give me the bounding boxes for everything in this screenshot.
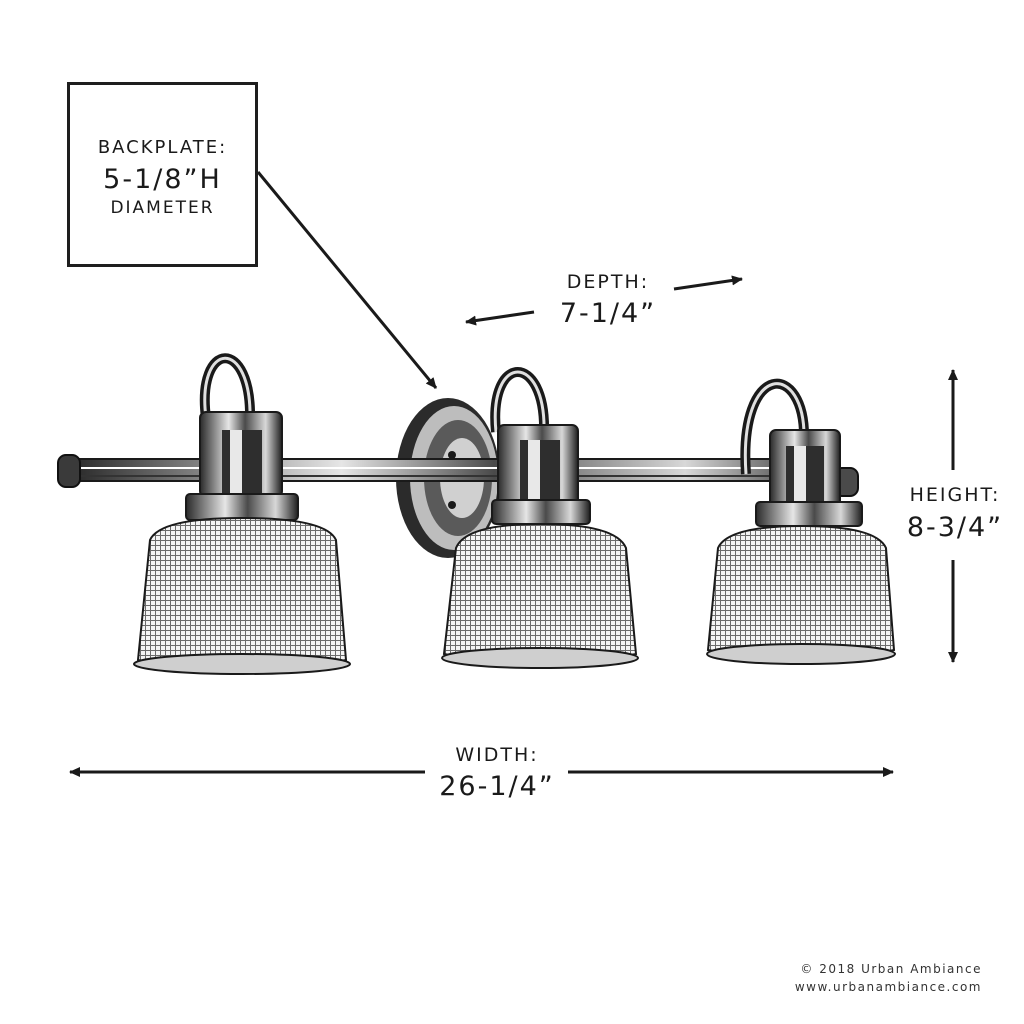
light-fixture-center (441, 367, 639, 669)
width-value: 26-1/4” (439, 771, 555, 802)
height-value: 8-3/4” (906, 512, 1004, 543)
crossbar-end-cap-left (57, 454, 81, 488)
depth-value: 7-1/4” (559, 298, 657, 329)
width-label: WIDTH: (455, 744, 539, 766)
backplate-unit: DIAMETER (110, 198, 215, 218)
light-fixture-right (706, 378, 896, 665)
backplate-label: BACKPLATE: (97, 137, 228, 158)
backplate-callout-box: BACKPLATE: 5-1/8”H DIAMETER (67, 82, 258, 267)
height-label: HEIGHT: (909, 484, 1001, 506)
website-link[interactable]: www.urbanambiance.com (794, 980, 982, 994)
depth-arrow-right (673, 275, 743, 291)
depth-label: DEPTH: (566, 271, 650, 293)
copyright-text: © 2018 Urban Ambiance (800, 962, 982, 976)
backplate-leader-line (256, 171, 438, 389)
backplate-value: 5-1/8”H (103, 164, 222, 195)
depth-arrow-left (465, 310, 535, 326)
light-fixture-left (133, 353, 351, 675)
